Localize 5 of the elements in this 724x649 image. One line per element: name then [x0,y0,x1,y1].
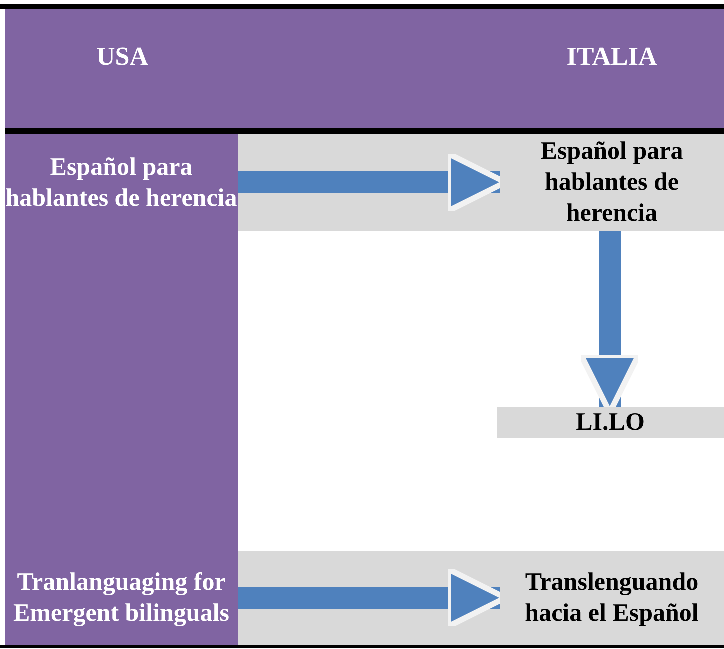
target-cell: LI.LO [497,407,724,438]
column-heading: USA [96,42,148,72]
target-cell: Translenguando hacia el Español [500,551,724,645]
target-cell: Español para hablantes de herencia [500,134,724,231]
column-heading: ITALIA [566,42,658,72]
